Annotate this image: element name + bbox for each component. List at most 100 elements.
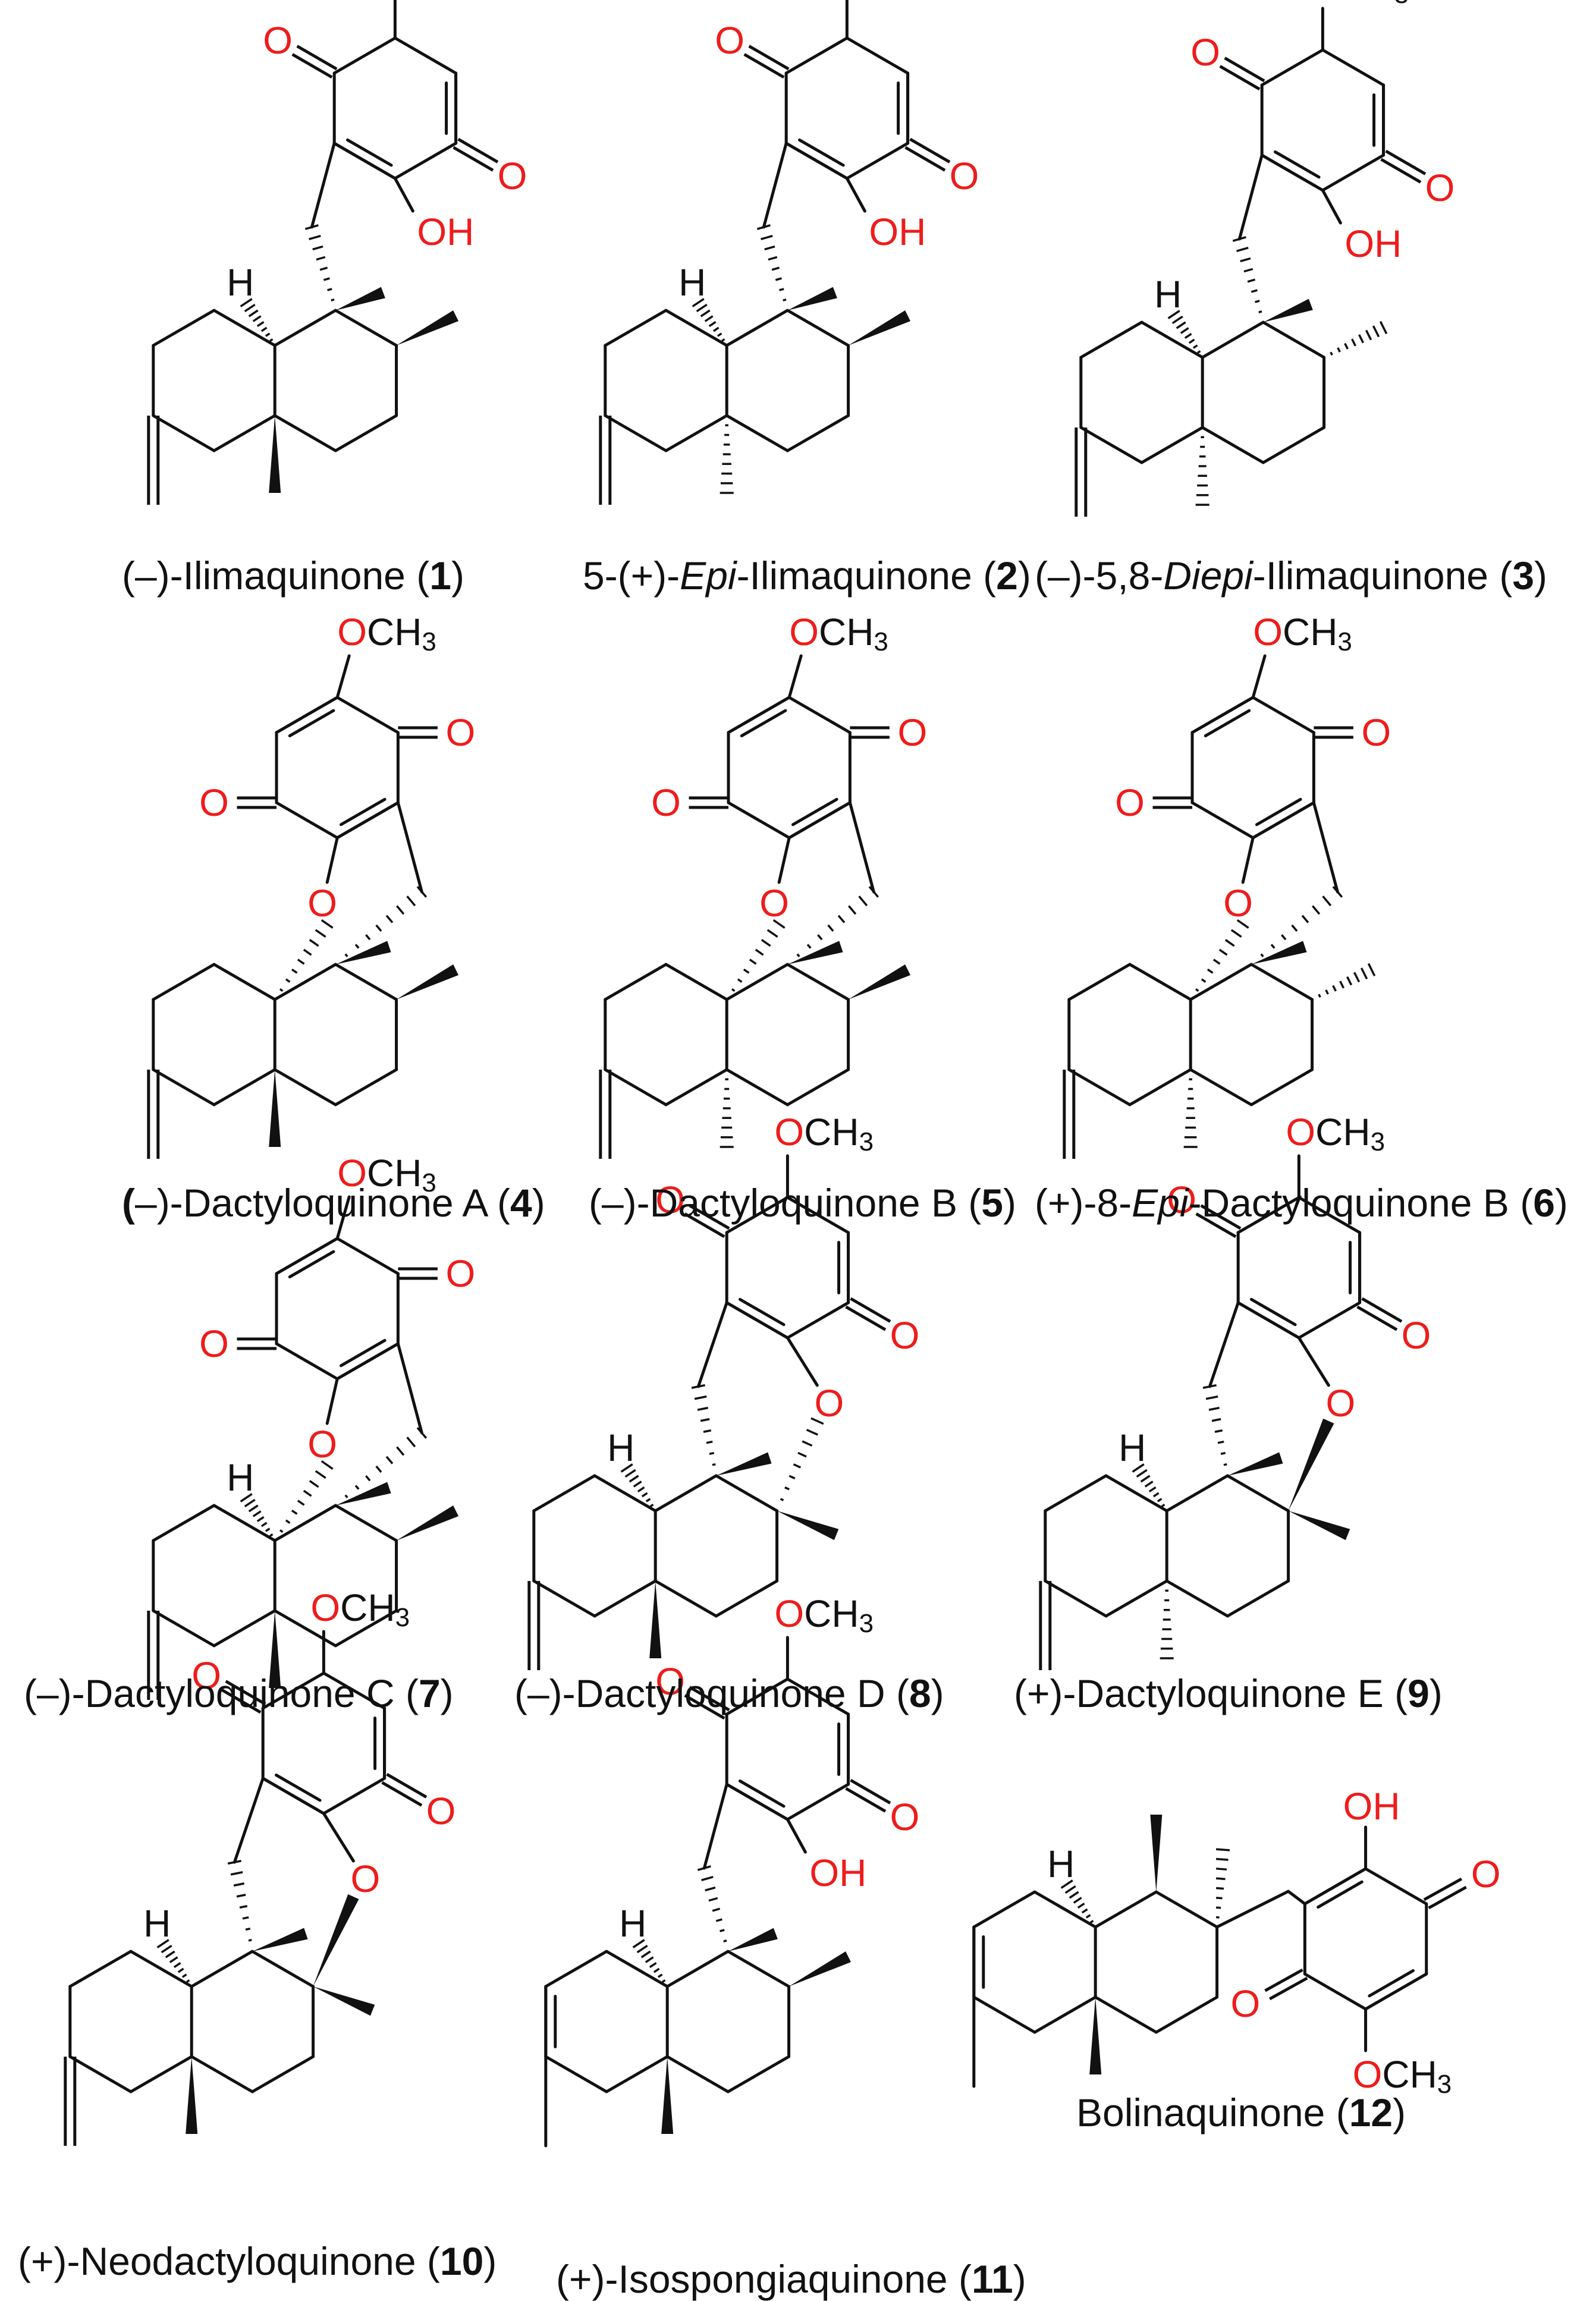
ring-bond bbox=[277, 803, 337, 838]
ch2-hash-dash bbox=[240, 1906, 247, 1908]
furan-hash-dash bbox=[1214, 960, 1220, 964]
carbonyl-bond bbox=[382, 1783, 422, 1806]
hydroxyl-bond bbox=[787, 1819, 805, 1852]
h-hash-dash bbox=[253, 1511, 261, 1517]
furan-hash-dash bbox=[756, 950, 764, 955]
bond-inner bbox=[347, 140, 391, 165]
c8-methyl-dash bbox=[1380, 322, 1386, 334]
h-hash-dash bbox=[705, 316, 713, 322]
ch2-hash-dash bbox=[246, 1929, 250, 1930]
ring-bond bbox=[335, 964, 396, 999]
furan-hash-dash bbox=[280, 989, 283, 991]
ch2-hash-dash bbox=[703, 1431, 711, 1432]
carbonyl-bond-2 bbox=[1220, 66, 1260, 89]
hydrogen-label: H bbox=[678, 261, 706, 304]
ring-bond bbox=[727, 310, 787, 345]
ring-bond bbox=[1156, 1997, 1217, 2032]
ring-bond bbox=[534, 1581, 595, 1616]
hydrogen-label: H bbox=[1119, 1426, 1146, 1469]
h-hash-dash bbox=[249, 1505, 258, 1511]
c8-methyl-dash bbox=[1347, 977, 1352, 985]
h-hash-dash bbox=[634, 1482, 642, 1487]
h-hash-dash bbox=[1082, 1909, 1088, 1913]
ring-bond bbox=[275, 1505, 335, 1541]
c9-methyl bbox=[335, 287, 385, 310]
c9-methyl bbox=[728, 1928, 778, 1951]
h-hash-dash bbox=[650, 1963, 656, 1967]
ring-bond bbox=[1305, 1974, 1365, 2009]
h-hash-dash bbox=[701, 310, 710, 316]
ch2-hash-dash bbox=[237, 1895, 246, 1897]
ring-bond bbox=[395, 38, 455, 73]
ch2-hash-dash bbox=[859, 896, 867, 906]
ch2-quinone-bond bbox=[1209, 1303, 1238, 1387]
bond-inner bbox=[276, 1775, 320, 1800]
ch2-hash-dash bbox=[1215, 1431, 1223, 1432]
caption-part: ( bbox=[122, 1181, 135, 1225]
caption-part: 6 bbox=[1533, 1181, 1555, 1225]
ring-bond bbox=[1202, 322, 1263, 357]
ring-bond bbox=[191, 2057, 252, 2092]
hydrogen-label: H bbox=[607, 1426, 634, 1469]
c8-methyl-dash bbox=[1366, 330, 1371, 340]
ch2-quinone-bond bbox=[234, 1778, 263, 1862]
ether-hash-dash bbox=[798, 1453, 806, 1456]
caption-part: -Ilimaquinone ( bbox=[1253, 554, 1513, 598]
h-hash-dash bbox=[1173, 316, 1183, 323]
furan-hash-dash bbox=[316, 1471, 326, 1478]
h-hash-dash bbox=[662, 1980, 665, 1982]
carbonyl-bond-2 bbox=[744, 54, 784, 77]
furan-hash-dash bbox=[292, 969, 297, 973]
furan-hash-dash bbox=[292, 1510, 297, 1514]
caption-part: -Ilimaquinone ( bbox=[737, 554, 997, 598]
hydrogen-label: H bbox=[619, 1902, 646, 1945]
caption-part: (+)-Neodactyloquinone ( bbox=[18, 2239, 440, 2283]
ch2-hash-dash bbox=[1240, 259, 1251, 262]
carbonyl-bond bbox=[297, 46, 337, 70]
ring-bond bbox=[605, 310, 666, 345]
h-hash-dash bbox=[651, 1504, 654, 1506]
ring-bond bbox=[1263, 322, 1324, 357]
ring-bond bbox=[337, 1238, 398, 1274]
caption-part: (–)-Ilimaquinone ( bbox=[122, 554, 429, 598]
ch2-hash-dash bbox=[705, 1888, 715, 1891]
ether-bond bbox=[1299, 1338, 1328, 1385]
carbonyl-o-label: O bbox=[890, 1314, 920, 1357]
ch2-quinone-bond bbox=[764, 143, 786, 227]
carbonyl-o-label: O bbox=[651, 781, 681, 824]
ring-o-label: O bbox=[350, 1857, 380, 1900]
ch2-hash-dash bbox=[695, 1397, 706, 1399]
ch2-hash-dash bbox=[709, 1898, 718, 1900]
carbonyl-bond bbox=[846, 1788, 886, 1812]
compound-caption-9: (+)-Dactyloquinone E (9) bbox=[1014, 1674, 1443, 1713]
c9-methyl bbox=[787, 287, 837, 310]
ring-bond bbox=[153, 310, 214, 345]
ether-bond bbox=[787, 1338, 817, 1385]
h-hash-dash bbox=[630, 1476, 639, 1482]
c8-methyl-dash bbox=[1319, 994, 1320, 997]
angular-methyl bbox=[661, 2057, 673, 2134]
caption-part: ) bbox=[451, 554, 464, 598]
hydroxyl-label: OH bbox=[417, 210, 474, 253]
ring-bond bbox=[1190, 1070, 1251, 1105]
hydrogen-label: H bbox=[227, 1456, 254, 1499]
c8-methyl-dash bbox=[1368, 964, 1374, 976]
ch2-hash-dash bbox=[712, 1909, 720, 1911]
ring-bond bbox=[1106, 1581, 1167, 1616]
caption-part: 7 bbox=[419, 1671, 441, 1715]
h-hash-dash bbox=[162, 1945, 172, 1952]
c8-methyl-dash bbox=[1216, 1849, 1230, 1850]
ring-bond bbox=[275, 1070, 335, 1105]
methoxy-label: OCH3 bbox=[774, 1111, 874, 1156]
furan-hash-dash bbox=[1196, 989, 1199, 991]
caption-part: (–)-5,8- bbox=[1035, 554, 1163, 598]
ch2-hash-dash bbox=[808, 944, 810, 948]
ring-bond bbox=[337, 697, 398, 733]
caption-part: 5-(+)- bbox=[583, 554, 680, 598]
c9-methyl bbox=[252, 1928, 307, 1951]
h-hash-dash bbox=[266, 1529, 270, 1531]
ring-bond bbox=[1366, 1869, 1427, 1904]
